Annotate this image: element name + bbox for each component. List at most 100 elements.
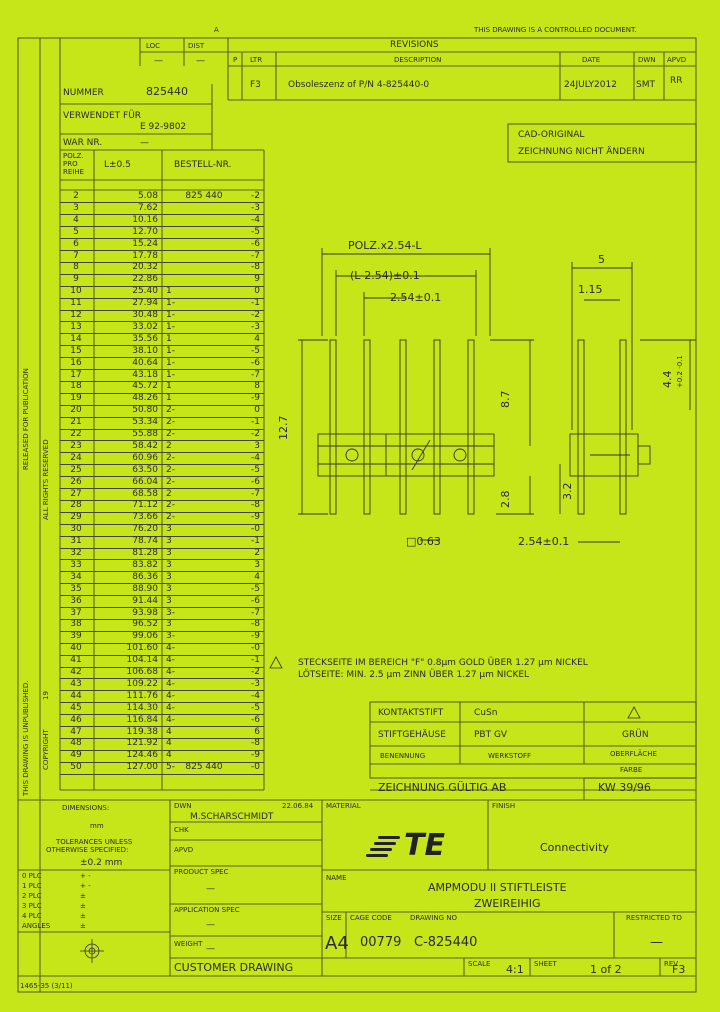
row-polz: 2 [73,191,79,201]
row-polz: 31 [70,536,82,547]
row-polz: 10 [70,286,82,297]
row-divider [60,511,264,513]
row-suffix: -6 [251,238,260,249]
row-prefix: 2- [166,429,175,439]
row-prefix: 2- [166,512,175,523]
row-polz: 49 [70,750,82,761]
row-prefix: 3- [166,631,175,642]
tol-line2: OTHERWISE SPECIFIED: [46,846,129,854]
war-value: — [140,138,149,148]
row-suffix: 3 [254,440,260,451]
row-suffix: -7 [251,369,260,380]
sheet-value: 1 of 2 [590,963,622,976]
rev-apvd-label: APVD [667,56,687,64]
row-length: 99.06 [132,631,158,642]
row-suffix: -0 [251,643,260,654]
row-divider [60,761,264,763]
row-suffix: -4 [251,214,260,225]
row-length: 33.02 [132,321,158,332]
row-length: 104.14 [126,655,159,666]
row-suffix: -1 [251,417,260,428]
row-suffix: 0 [254,286,260,297]
row-divider [60,571,264,573]
dist-label: DIST [188,42,205,50]
row-suffix: -2 [251,191,260,201]
row-prefix: 1- [166,298,175,309]
row-polz: 20 [70,405,82,416]
row-prefix: 1 [166,381,172,392]
row-prefix: 2 [166,488,172,499]
row-divider [60,547,264,549]
row-polz: 46 [70,714,82,725]
dim-polz: POLZ.x2.54-L [348,239,422,252]
cage-label: CAGE CODE [350,914,392,922]
row-length: 20.32 [132,262,158,273]
row-length: 127.00 [126,762,159,773]
nummer-value: 825440 [146,85,188,98]
row-length: 53.34 [132,417,158,428]
row-polz: 33 [70,559,82,570]
table-header-polz: POLZ. PRO REIHE [63,152,85,176]
row-divider [60,630,264,632]
row-polz: 42 [70,667,82,677]
tolerance-key: 4 PLC [22,912,42,920]
released-label: RELEASED FOR PUBLICATION [22,368,30,470]
scale-value: 4:1 [506,963,524,976]
row-polz: 38 [70,619,82,630]
row-polz: 19 [70,393,82,404]
tolerance-key: 1 PLC [22,882,42,890]
row-polz: 25 [70,464,82,475]
row-polz: 23 [70,440,82,451]
row-divider [60,749,264,751]
row-polz: 30 [70,524,82,535]
row-divider [60,214,264,216]
row-suffix: -1 [251,655,260,666]
row-suffix: -4 [251,690,260,701]
row-divider [60,238,264,240]
tolerance-value: ± [80,892,86,900]
row-suffix: -7 [251,250,260,261]
row-divider [60,642,264,644]
row-suffix: -6 [251,476,260,487]
rev-row-ltr: F3 [250,80,261,90]
table-header-l: L±0.5 [104,160,131,170]
tolerance-key: 2 PLC [22,892,42,900]
row-prefix: 1- [166,357,175,368]
row-length: 35.56 [132,333,158,344]
note-1: STECKSEITE IM BEREICH "F" 0.8μm GOLD ÜBE… [298,658,588,668]
mm-label: mm [90,822,104,830]
dwn-value: M.SCHARSCHMIDT [190,812,274,822]
mat-row2-a: STIFTGEHÄUSE [378,730,446,740]
material-label: MATERIAL [326,802,361,810]
row-divider [60,726,264,727]
row-polz: 50 [70,762,82,773]
row-length: 83.82 [132,559,158,570]
tolerance-value: + - [80,882,91,890]
row-polz: 28 [70,500,82,511]
rev-row-desc: Obsoleszenz of P/N 4-825440-0 [288,80,430,90]
row-suffix: -9 [251,750,260,761]
row-suffix: -1 [251,298,260,309]
row-length: 58.42 [132,440,158,451]
row-polz: 8 [73,262,79,273]
row-polz: 5 [73,226,79,237]
rev-desc-label: DESCRIPTION [394,56,442,64]
row-divider [60,345,264,347]
apvd-label: APVD [174,846,194,854]
row-suffix: -2 [251,310,260,320]
restricted-label: RESTRICTED TO [626,914,682,922]
row-suffix: -7 [251,607,260,618]
row-prefix: 4- [166,655,175,666]
row-suffix: 4 [254,571,260,582]
appl-spec-value: — [206,920,215,930]
tol-line1: TOLERANCES UNLESS [56,838,133,846]
controlled-notice: THIS DRAWING IS A CONTROLLED DOCUMENT. [474,26,637,34]
loc-value: — [154,56,163,66]
dim-44-tol: +0.2 -0.1 [676,355,684,388]
cad-line2: ZEICHNUNG NICHT ÄNDERN [518,147,645,157]
row-prefix: 5- [166,762,175,773]
row-polz: 44 [70,690,82,701]
row-suffix: -1 [251,536,260,547]
rev-row-apvd: RR [670,76,683,86]
row-polz: 4 [73,214,79,225]
